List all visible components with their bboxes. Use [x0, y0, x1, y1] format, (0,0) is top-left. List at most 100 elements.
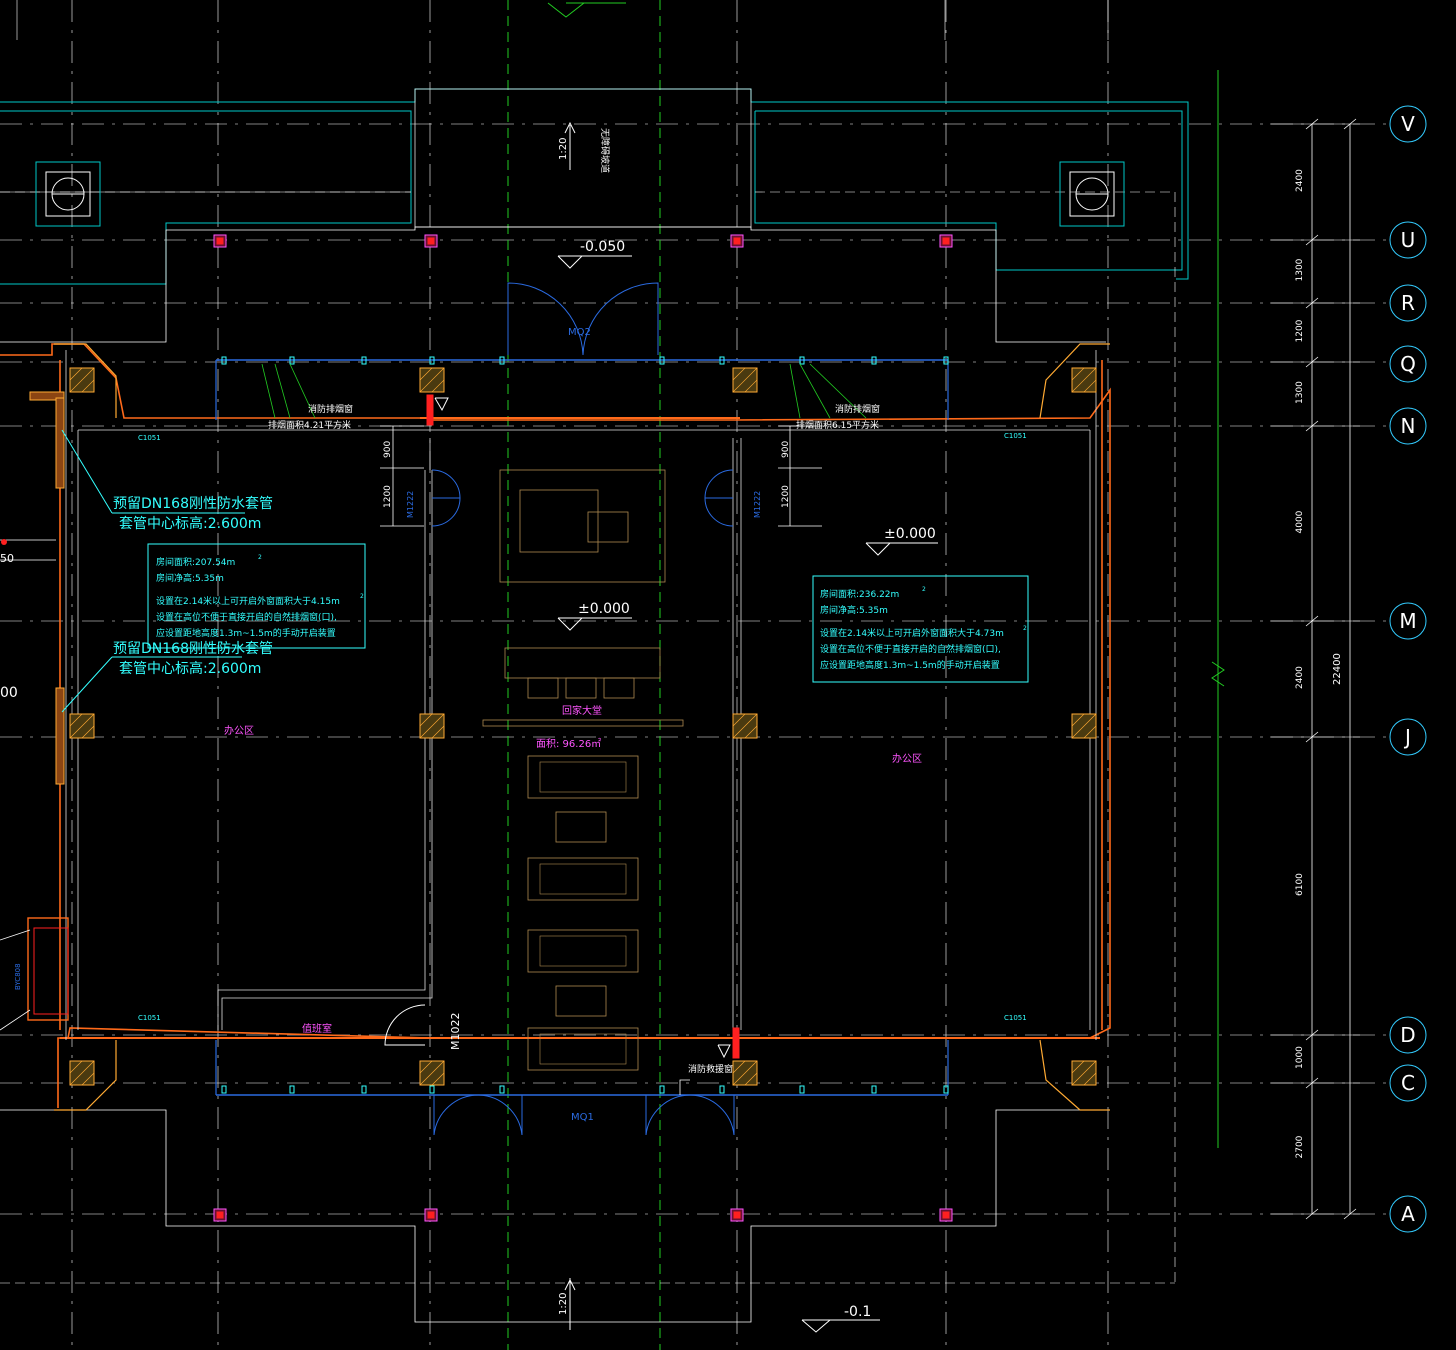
level-top-label: -0.050	[580, 239, 625, 255]
left-edge-box-inner	[33, 927, 69, 1015]
building-outline-bottom	[0, 1109, 1106, 1323]
mullion-bottom	[943, 1085, 949, 1094]
door-dim-left-1200: 1200	[383, 485, 393, 508]
door-m1022-label: M1022	[449, 1013, 462, 1051]
axis-bubble-circle	[1389, 1195, 1427, 1233]
lobby-furniture	[482, 469, 684, 1071]
door-m1022-leaf	[384, 1004, 426, 1046]
small-column-core	[427, 237, 435, 245]
dim-chain-value: 2400	[1295, 666, 1305, 689]
dim-chain-value: 2700	[1295, 1135, 1305, 1158]
column-hatch	[732, 1060, 746, 1074]
sofa	[527, 929, 639, 973]
door-mq1-leaf	[433, 1094, 480, 1136]
sofa-seat	[539, 863, 627, 895]
sofa	[527, 857, 639, 901]
small-column-core	[733, 1211, 741, 1219]
info-right-sup2: 2	[1023, 625, 1027, 632]
dim-chain-slash	[1343, 118, 1357, 130]
column-hatch	[69, 367, 95, 393]
coffee-table	[555, 811, 607, 843]
axis-bubble-label: J	[1403, 725, 1411, 749]
door-m1222-right	[704, 497, 734, 527]
rescue-window-label: 消防救援窗	[688, 1063, 733, 1075]
door-dim-right-1200: 1200	[781, 485, 791, 508]
left-edge-fragment-mid: 00	[0, 685, 18, 701]
info-left-sup2: 2	[360, 593, 364, 600]
ramp-top: 1:20 无障碍坡道	[558, 121, 611, 173]
corner-chamfer-br	[1039, 1039, 1110, 1111]
rescue-leader	[679, 1079, 690, 1095]
column-hatch	[1083, 1072, 1097, 1086]
mullion-bottom	[429, 1085, 435, 1094]
column-hatch	[744, 379, 758, 393]
mullion-top	[361, 356, 367, 365]
room-lobby: 回家大堂	[562, 704, 602, 717]
mullion-top	[799, 356, 805, 365]
smoke-window-left-area: 排烟面积4.21平方米	[268, 419, 351, 431]
sofa	[527, 755, 639, 799]
column-hatch	[419, 367, 445, 393]
smoke-window-hatch	[809, 363, 867, 419]
dim-chain-slash	[1305, 420, 1319, 432]
column-hatch	[431, 1072, 445, 1086]
dim-chain-value: 2400	[1295, 169, 1305, 192]
door-mq2-leaf	[582, 282, 659, 356]
pipe-stub	[55, 687, 65, 785]
room-office-right: 办公区	[892, 752, 922, 765]
door-mq2-leaf	[507, 282, 584, 356]
column-hatch	[1071, 1060, 1097, 1086]
doors-layer	[380, 282, 822, 1136]
door-mq1-leaf	[478, 1094, 523, 1136]
column-hatch	[431, 725, 445, 739]
dim-chain-value: 1000	[1295, 1046, 1305, 1069]
info-left-line5: 应设置距地高度1.3m~1.5m的手动开启装置	[156, 627, 336, 639]
dim-chain-value: 6100	[1295, 873, 1305, 896]
break-mark	[1211, 661, 1225, 687]
level-center-label: ±0.000	[578, 601, 630, 617]
mullion-top	[871, 356, 877, 365]
reception-area-outline	[499, 469, 666, 583]
column-hatch	[1083, 725, 1097, 739]
axis-bubble-circle	[1389, 284, 1427, 322]
axis-bubble-label: A	[1401, 1202, 1415, 1226]
column-hatch	[419, 367, 433, 381]
room-info-box-left: 房间面积:207.54m 2 房间净高:5.35m 设置在2.14米以上可开启外…	[147, 543, 366, 649]
corner-chamfer-bl	[54, 1040, 117, 1111]
info-left-line1: 房间面积:207.54m	[156, 556, 235, 568]
column-hatch	[732, 713, 746, 727]
rescue-window-mark	[717, 1044, 731, 1059]
column-hatch	[69, 367, 83, 381]
small-column-core	[942, 1211, 950, 1219]
small-column-core	[942, 237, 950, 245]
info-left-line2: 房间净高:5.35m	[156, 572, 224, 584]
dim-chain-slash	[1305, 615, 1319, 627]
level-bottom-label: -0.1	[844, 1304, 871, 1320]
room-office-left: 办公区	[224, 724, 254, 737]
axis-bubble-circle	[1389, 602, 1427, 640]
columns	[69, 234, 1097, 1222]
column-hatch	[419, 1060, 445, 1086]
pipe-note-2: 预留DN168刚性防水套管 套管中心标高:2.600m	[61, 641, 273, 713]
mullion-bottom	[289, 1085, 295, 1094]
reception-chair	[587, 511, 629, 543]
axis-bubble-circle	[1389, 718, 1427, 756]
sofa-seat	[539, 935, 627, 967]
mullion-top	[499, 356, 505, 365]
info-right-line1: 房间面积:236.22m	[820, 588, 899, 600]
bench	[482, 719, 684, 727]
level-mark-right: ±0.000	[865, 526, 938, 556]
mullion-top	[943, 356, 949, 365]
column-hatch	[81, 725, 95, 739]
mullion-bottom	[361, 1085, 367, 1094]
sofa-seat	[539, 761, 627, 793]
info-left-sup1: 2	[258, 554, 262, 561]
column-hatch	[419, 713, 433, 727]
column-hatch	[69, 713, 95, 739]
roof-left-inner	[0, 110, 412, 285]
axis-bubble-label: V	[1401, 112, 1415, 136]
axis-bubble-label: N	[1401, 414, 1416, 438]
small-column-core	[733, 237, 741, 245]
dim-chain-slash	[1305, 356, 1319, 368]
